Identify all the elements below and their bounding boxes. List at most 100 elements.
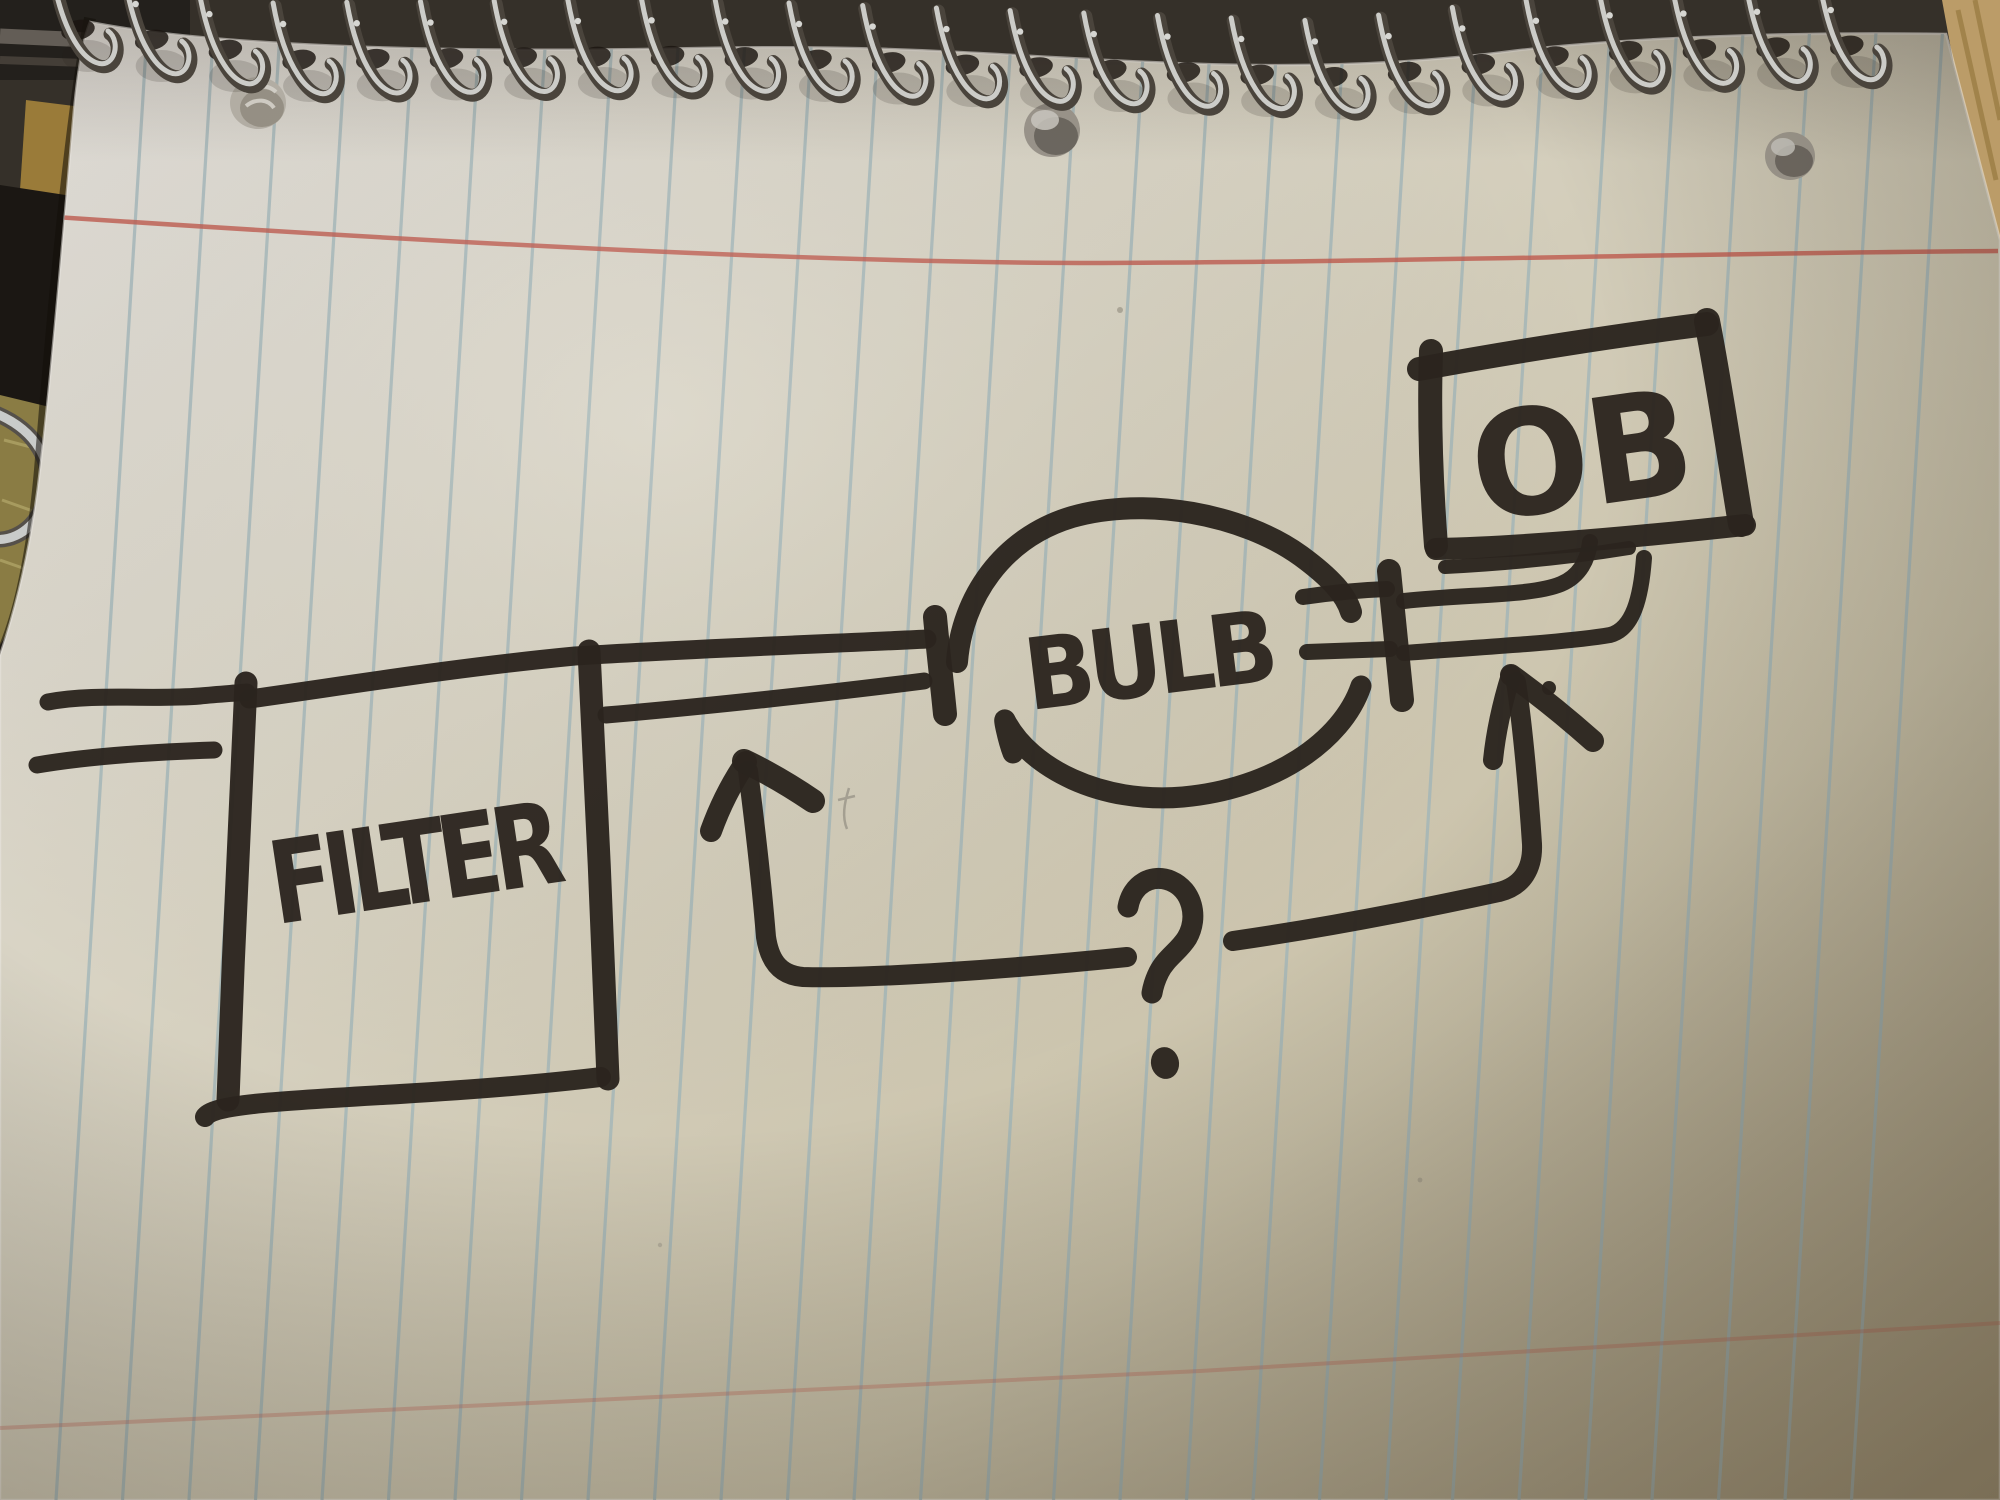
- coil-wire-shine: [1007, 8, 1076, 104]
- sketch: FILTER BULB OB: [28, 308, 1756, 1127]
- coil-wire-shine: [55, 0, 118, 67]
- ob-box: OB: [1407, 308, 1756, 574]
- spiral-coil-icon: [1005, 7, 1082, 111]
- spiral-coil-icon: [1521, 0, 1598, 100]
- coil-wire-shine: [712, 0, 782, 94]
- coil-glint: [501, 18, 508, 25]
- ink-speck-near-arrow: [1542, 681, 1556, 695]
- coil-wire-shine: [1598, 0, 1666, 88]
- coil-glint: [574, 17, 582, 25]
- coil-glint: [1459, 25, 1466, 32]
- spiral-coil-icon: [1447, 3, 1524, 108]
- pencil-scratch: [837, 787, 856, 830]
- spiral-coil-icon: [1226, 14, 1303, 119]
- coil-wire-shine: [1449, 4, 1519, 101]
- spiral-coil-icon: [1595, 0, 1672, 95]
- bulb-outline-bottom: [994, 675, 1372, 809]
- spiral-coil-icon: [563, 0, 640, 101]
- pipe-filter-to-bulb-bottom: [597, 672, 933, 724]
- coil-wire-shine: [491, 0, 560, 94]
- coil-wire-shine: [1228, 15, 1297, 112]
- coil-wire-shine: [1376, 12, 1445, 109]
- coil-glint: [1238, 35, 1245, 43]
- question-mark-dot: [1150, 1047, 1180, 1079]
- coil-wire-shine: [1672, 0, 1740, 86]
- ob-label: OB: [1460, 357, 1701, 556]
- spiral-coil-icon: [52, 0, 124, 74]
- question-mark: ?: [1117, 867, 1204, 1079]
- spiral-coil-icon: [710, 0, 787, 101]
- spiral-coil-icon: [1669, 0, 1746, 93]
- coil-glint: [1164, 33, 1171, 40]
- up-arrow-right-barb-right: [1500, 664, 1604, 752]
- ob-bottom-wall-double-stroke: [1438, 541, 1636, 574]
- ob-top-wall: [1407, 312, 1719, 381]
- ob-bottom-wall: [1425, 514, 1756, 560]
- coil-glint: [427, 19, 434, 26]
- bulb-outline-top: [946, 497, 1362, 673]
- coil-wire-shine: [270, 0, 339, 97]
- spiral-coil-icon: [858, 2, 935, 106]
- coil-wire-shine: [1820, 0, 1887, 83]
- up-arrow-left-barb-right: [732, 749, 825, 813]
- filter-bottom-wall: [195, 1067, 611, 1127]
- coil-glint: [1753, 8, 1761, 15]
- spiral-coil-icon: [123, 0, 198, 84]
- coil-glint: [1311, 38, 1319, 45]
- desk-wood-right-grain: [1955, 0, 2000, 181]
- coil-wire-shine: [860, 3, 929, 99]
- coil-wire-shine: [1302, 17, 1371, 114]
- spiral-coil-icon: [268, 0, 345, 104]
- coil-glint: [353, 20, 360, 27]
- coil-wire-shine: [1155, 13, 1224, 109]
- up-arrow-right-icon: [1223, 664, 1604, 951]
- spiral-binding: [52, 0, 1893, 121]
- spiral-coil-icon: [1079, 9, 1156, 114]
- coil-wire-shine: [126, 0, 192, 77]
- up-arrow-right-shaft: [1223, 672, 1543, 951]
- coil-glint: [795, 20, 803, 28]
- spiral-coil-icon: [489, 0, 566, 101]
- coil-glint: [1532, 17, 1540, 24]
- bulb-neck-bottom: [1299, 641, 1398, 660]
- coil-wire-shine: [565, 0, 634, 94]
- bulb-left-connector: [923, 605, 957, 726]
- spiral-coil-icon: [1374, 11, 1451, 116]
- question-mark-text: ?: [1121, 871, 1202, 1034]
- coil-glint: [1606, 12, 1613, 19]
- coil-glint: [1090, 30, 1097, 38]
- coil-glint: [1385, 32, 1392, 40]
- ob-right-wall: [1694, 308, 1754, 537]
- spiral-coil-icon: [1743, 0, 1819, 91]
- coil-glint: [1680, 10, 1687, 17]
- coil-glint: [943, 25, 950, 33]
- spiral-coil-icon: [1153, 12, 1230, 116]
- spiral-coil-icon: [195, 0, 272, 94]
- spiral-coil-icon: [637, 0, 714, 100]
- coil-glint: [1016, 28, 1024, 35]
- spiral-coil-icon: [1817, 0, 1893, 90]
- pipe-inlet-top: [39, 683, 256, 711]
- up-arrow-left-shaft: [738, 761, 1137, 988]
- ob-left-wall: [1418, 339, 1448, 558]
- coil-wire-shine: [1746, 0, 1813, 84]
- coil-wire-shine: [639, 0, 708, 93]
- coil-glint: [206, 10, 213, 18]
- coil-wire-shine: [344, 0, 413, 96]
- coil-wire-shine: [786, 0, 855, 97]
- coil-glint: [722, 18, 729, 25]
- pipe-inlet-bottom: [28, 741, 223, 774]
- coil-glint: [1827, 6, 1834, 14]
- spiral-coil-icon: [784, 0, 861, 104]
- up-arrow-left-icon: [700, 749, 1137, 988]
- coil-glint: [869, 23, 876, 30]
- spiral-coil-icon: [342, 0, 419, 103]
- coil-glint: [132, 0, 139, 8]
- filter-left-wall: [216, 671, 258, 1112]
- coil-wire-shine: [1081, 10, 1150, 107]
- bulb-neck-top: [1295, 581, 1395, 605]
- wire-bulb-to-ob-upper: [1396, 534, 1598, 609]
